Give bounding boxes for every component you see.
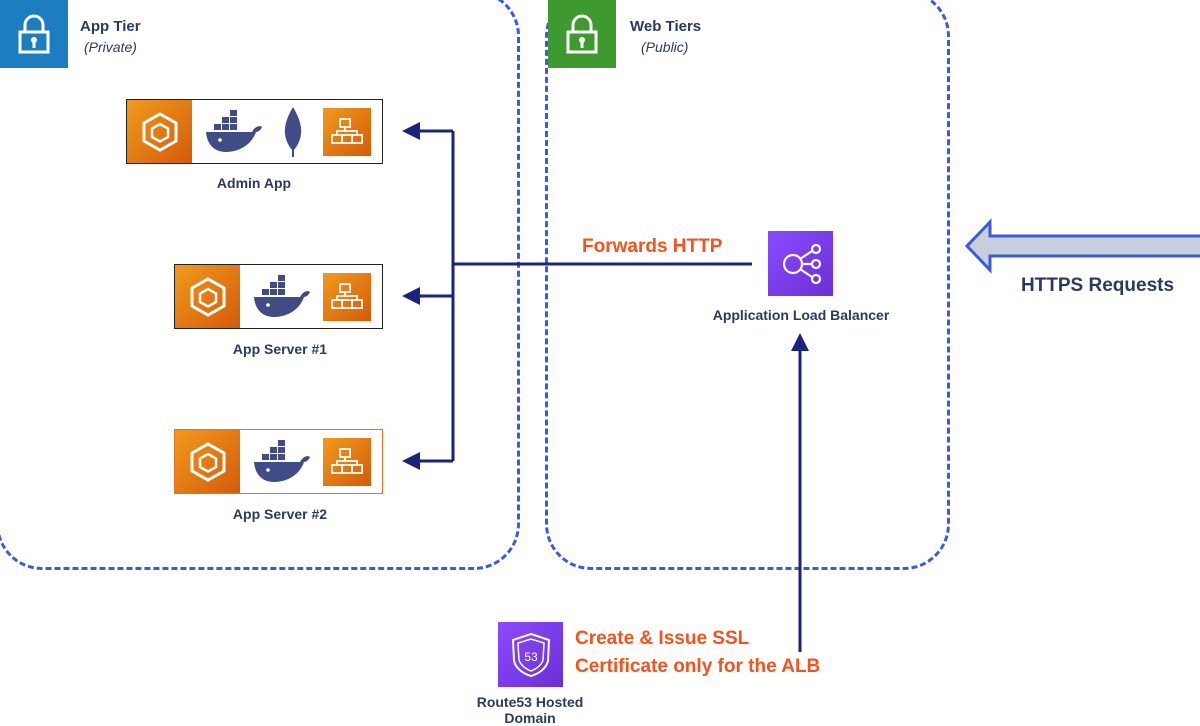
app-tier-lock-badge <box>0 0 68 68</box>
arrowhead-alb <box>791 333 809 351</box>
alb-tile <box>768 231 833 296</box>
app-server-1-label: App Server #1 <box>232 341 328 357</box>
route53-tile: 53 <box>498 622 563 687</box>
fargate-icon <box>323 108 371 156</box>
route53-label-line2: Domain <box>504 710 556 726</box>
web-tier-lock-badge <box>548 0 616 68</box>
fargate-icon <box>323 438 371 486</box>
app-server-2-group <box>174 429 383 494</box>
ecs-icon <box>127 100 192 163</box>
docker-icon <box>250 271 312 323</box>
route53-label-line1: Route53 Hosted <box>476 694 584 710</box>
app-tier-subtitle: (Private) <box>84 39 137 55</box>
ecs-icon <box>175 430 240 493</box>
app-server-2-label: App Server #2 <box>232 506 328 522</box>
forwards-http-label: Forwards HTTP <box>582 236 723 257</box>
svg-text:53: 53 <box>524 650 538 664</box>
arrowhead-server-1 <box>402 287 420 305</box>
alb-label: Application Load Balancer <box>712 307 890 323</box>
mongodb-icon <box>275 106 311 158</box>
https-request-arrow <box>964 218 1200 274</box>
arrowhead-server-2 <box>402 452 420 470</box>
route53-icon: 53 <box>511 632 550 677</box>
web-tier-subtitle: (Public) <box>641 39 689 55</box>
ecs-icon <box>175 265 240 328</box>
admin-app-label: Admin App <box>216 175 292 191</box>
docker-icon <box>250 436 312 488</box>
ssl-note-line2: Certificate only for the ALB <box>575 656 821 677</box>
arrowhead-admin <box>402 122 420 140</box>
app-tier-title: App Tier <box>80 18 141 35</box>
load-balancer-icon <box>782 243 821 284</box>
admin-app-group <box>126 99 383 164</box>
ssl-note-line1: Create & Issue SSL <box>575 628 750 649</box>
web-tier-title: Web Tiers <box>630 18 702 35</box>
app-tier-container <box>0 0 520 570</box>
lock-icon <box>566 14 598 54</box>
fargate-icon <box>323 273 371 321</box>
docker-icon <box>202 106 264 158</box>
app-server-1-group <box>174 264 383 329</box>
lock-icon <box>18 14 50 54</box>
web-tier-container <box>545 0 950 570</box>
https-requests-label: HTTPS Requests <box>1020 275 1175 296</box>
